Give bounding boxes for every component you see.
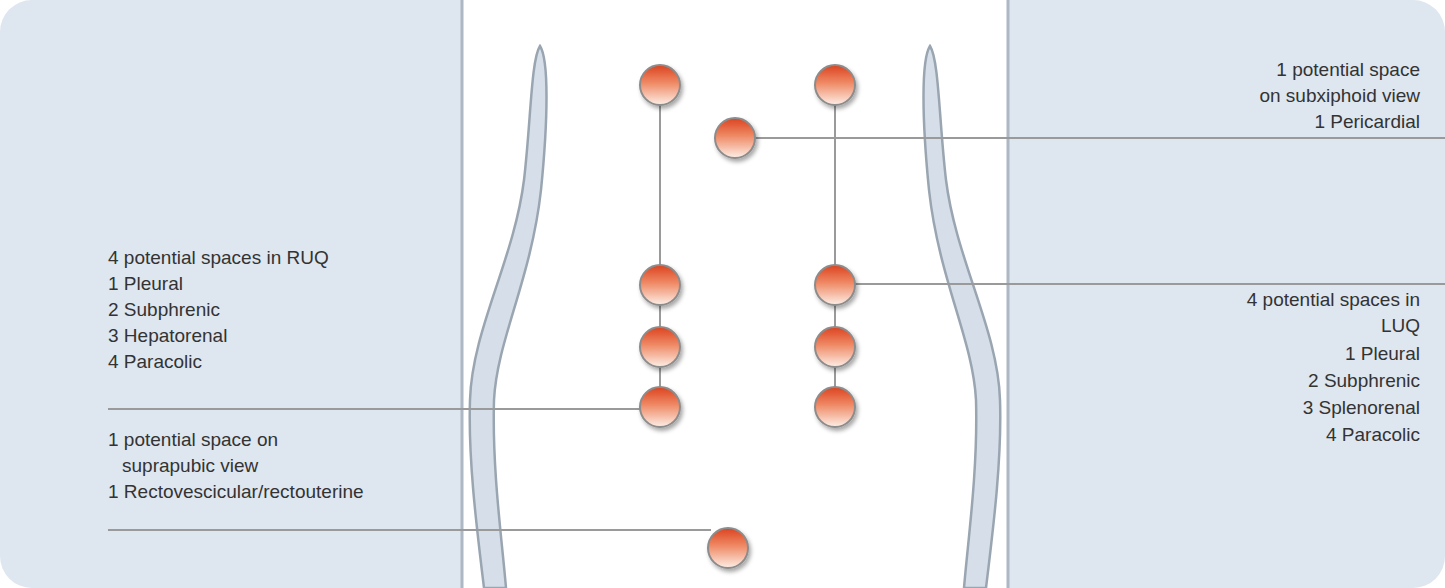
space-label: 1 Pericardial: [1314, 109, 1420, 135]
leader-line: [108, 529, 711, 531]
space-label: 3 Splenorenal: [1303, 395, 1420, 421]
torso-flank: [924, 46, 1001, 588]
probe-point: [815, 65, 855, 105]
torso-flank-group: [924, 46, 1001, 588]
probe-point: [640, 387, 680, 427]
space-label: 2 Subphrenic: [1308, 368, 1420, 394]
leader-line: [855, 283, 1445, 285]
panel-edge: [1007, 0, 1010, 588]
probe-point: [815, 327, 855, 367]
region-heading: 4 potential spaces in LUQ: [1247, 287, 1420, 339]
space-label: 2 Subphrenic: [108, 297, 220, 323]
space-label: 1 Pleural: [1345, 341, 1420, 367]
probe-point: [815, 387, 855, 427]
space-label: 3 Hepatorenal: [108, 323, 227, 349]
probe-point: [715, 118, 755, 158]
probe-point: [640, 327, 680, 367]
body-panel: [462, 0, 1008, 588]
space-label: 4 potential spaces in RUQ: [108, 245, 329, 271]
panel-edge: [461, 0, 464, 588]
space-label: 1 Pleural: [108, 271, 183, 297]
probe-point: [640, 265, 680, 305]
leader-lines: [108, 85, 1445, 530]
probe-points: [640, 65, 855, 568]
probe-point: [640, 65, 680, 105]
leader-line: [755, 137, 1445, 139]
torso-flank: [470, 46, 547, 588]
space-label: 1 Rectovescicular/rectouterine: [108, 479, 364, 505]
probe-point: [815, 265, 855, 305]
probe-point: [708, 528, 748, 568]
leader-line: [108, 408, 640, 410]
space-label: 4 Paracolic: [108, 349, 202, 375]
region-heading: 1 potential space on suprapubic view: [108, 427, 278, 479]
region-heading: 1 potential space on subxiphoid view: [1259, 57, 1420, 109]
space-label: 4 Paracolic: [1326, 422, 1420, 448]
